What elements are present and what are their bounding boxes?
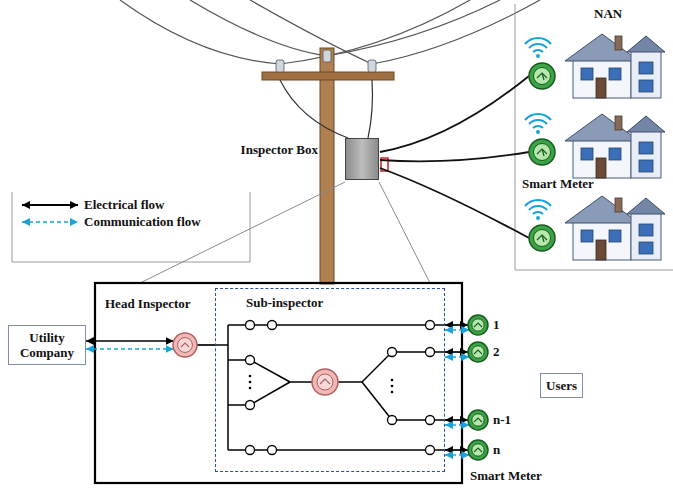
legend-sample	[22, 205, 78, 222]
communication-flow	[445, 356, 469, 358]
callout-number: 1	[493, 317, 500, 332]
inspector-enclosure	[95, 283, 462, 483]
meter-symbol	[467, 314, 489, 336]
node-label: Head Inspector	[105, 296, 191, 311]
smart-meter: n-1	[467, 409, 527, 431]
smart-meter: 1	[467, 314, 527, 336]
electrical-flow	[445, 419, 468, 421]
device-label: Smart Meter	[522, 176, 594, 191]
device-label: Smart Meter	[470, 468, 542, 483]
electrical-flow	[197, 344, 215, 346]
utility-pole	[262, 48, 394, 284]
smart-meter: n	[467, 439, 527, 461]
frame-line	[12, 4, 673, 270]
overhead-wires	[120, 0, 540, 64]
electrical-flow	[445, 324, 468, 326]
communication-flow	[445, 454, 469, 456]
utility-company-box: Utility Company	[8, 325, 86, 365]
meter-symbol	[172, 332, 198, 358]
legend-text: Electrical flow	[84, 197, 165, 212]
communication-flow	[445, 329, 469, 331]
node-label: Sub-inspector	[246, 295, 323, 310]
electrical-flow	[445, 449, 468, 451]
inspector-box: Inspector Box	[222, 138, 387, 183]
node-label: Utility Company	[14, 330, 80, 360]
node-label: Users	[546, 378, 577, 393]
electrical-flow	[445, 351, 468, 353]
communication-flow	[86, 348, 174, 350]
node-label: Inspector Box	[222, 142, 318, 157]
communication-flow	[445, 424, 469, 426]
house-illustration	[565, 34, 665, 260]
meter-symbol	[467, 409, 489, 431]
head-inspector-meter: Head Inspector	[105, 296, 215, 358]
inspector-box-shape	[345, 138, 379, 180]
wifi-icon	[525, 38, 551, 220]
legend-text: Communication flow	[84, 214, 201, 229]
service-wires	[380, 76, 529, 238]
network-label: NAN	[594, 6, 622, 21]
switch-node	[246, 321, 435, 455]
callout-number: 2	[493, 344, 500, 359]
users-box: Users	[540, 373, 583, 398]
electrical-flow	[86, 340, 174, 342]
smart-meter: 2	[467, 341, 527, 363]
callout-number: n-1	[493, 412, 511, 427]
meter-symbol	[467, 439, 489, 461]
meter-symbol	[467, 341, 489, 363]
zoom-line	[140, 182, 430, 283]
callout-number: n	[493, 442, 500, 457]
smart-meter-icon	[529, 63, 555, 251]
sub-inspector-wiring	[215, 325, 445, 450]
sub-inspector-box: Sub-inspector	[215, 288, 445, 472]
sub-inspector-meter	[312, 369, 338, 395]
